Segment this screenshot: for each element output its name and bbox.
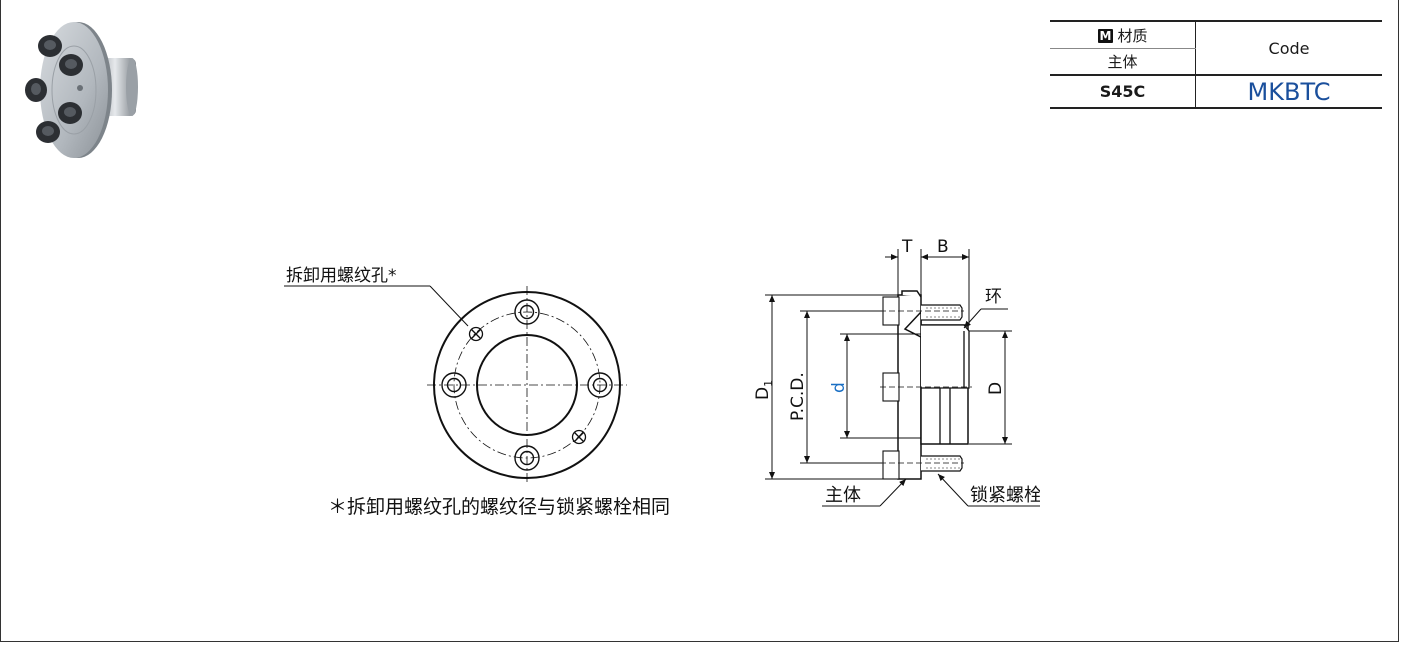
tb-dimension	[885, 249, 970, 325]
material-badge: M	[1097, 28, 1114, 43]
dim-d1: D1	[753, 380, 775, 400]
thread-holes	[468, 326, 587, 445]
thread-hole-label: 拆卸用螺纹孔*	[286, 266, 397, 286]
d1-dimension	[765, 294, 898, 480]
material-value: S45C	[1050, 75, 1196, 109]
pcd-dimension	[800, 310, 882, 464]
front-view: 拆卸用螺纹孔* ＊拆卸用螺纹孔的螺纹径与锁紧螺栓相同	[284, 266, 670, 518]
bolt-holes	[441, 299, 613, 471]
big-d-dimension	[969, 330, 1012, 445]
dim-d: d	[829, 382, 849, 393]
dim-b: B	[937, 237, 949, 257]
bolt-label: 锁紧螺栓M×L	[970, 485, 1040, 506]
material-label: 材质	[1117, 26, 1148, 45]
dim-pcd: P.C.D.	[788, 372, 808, 421]
dim-big-d: D	[986, 382, 1006, 395]
code-value: MKBTC	[1195, 75, 1382, 109]
center-lines	[427, 286, 627, 484]
footnote: ＊拆卸用螺纹孔的螺纹径与锁紧螺栓相同	[328, 496, 670, 518]
d-dimension	[840, 333, 921, 439]
bolt-heads	[882, 296, 900, 480]
bolt-threads	[926, 307, 960, 469]
bolt-leader	[937, 473, 969, 507]
product-photo	[25, 22, 138, 158]
side-center-lines	[880, 310, 972, 464]
body-header: 主体	[1050, 48, 1196, 76]
ring-leader	[963, 308, 982, 329]
side-view: T B D1	[753, 237, 1040, 507]
body-label: 主体	[825, 485, 861, 506]
ring-part	[921, 324, 970, 444]
dim-t: T	[901, 237, 913, 257]
bolt-shanks	[921, 304, 963, 472]
thread-hole-leader	[429, 285, 469, 327]
body-leader	[879, 478, 907, 507]
ring-label: 环	[985, 287, 1002, 307]
code-header: Code	[1195, 20, 1382, 76]
